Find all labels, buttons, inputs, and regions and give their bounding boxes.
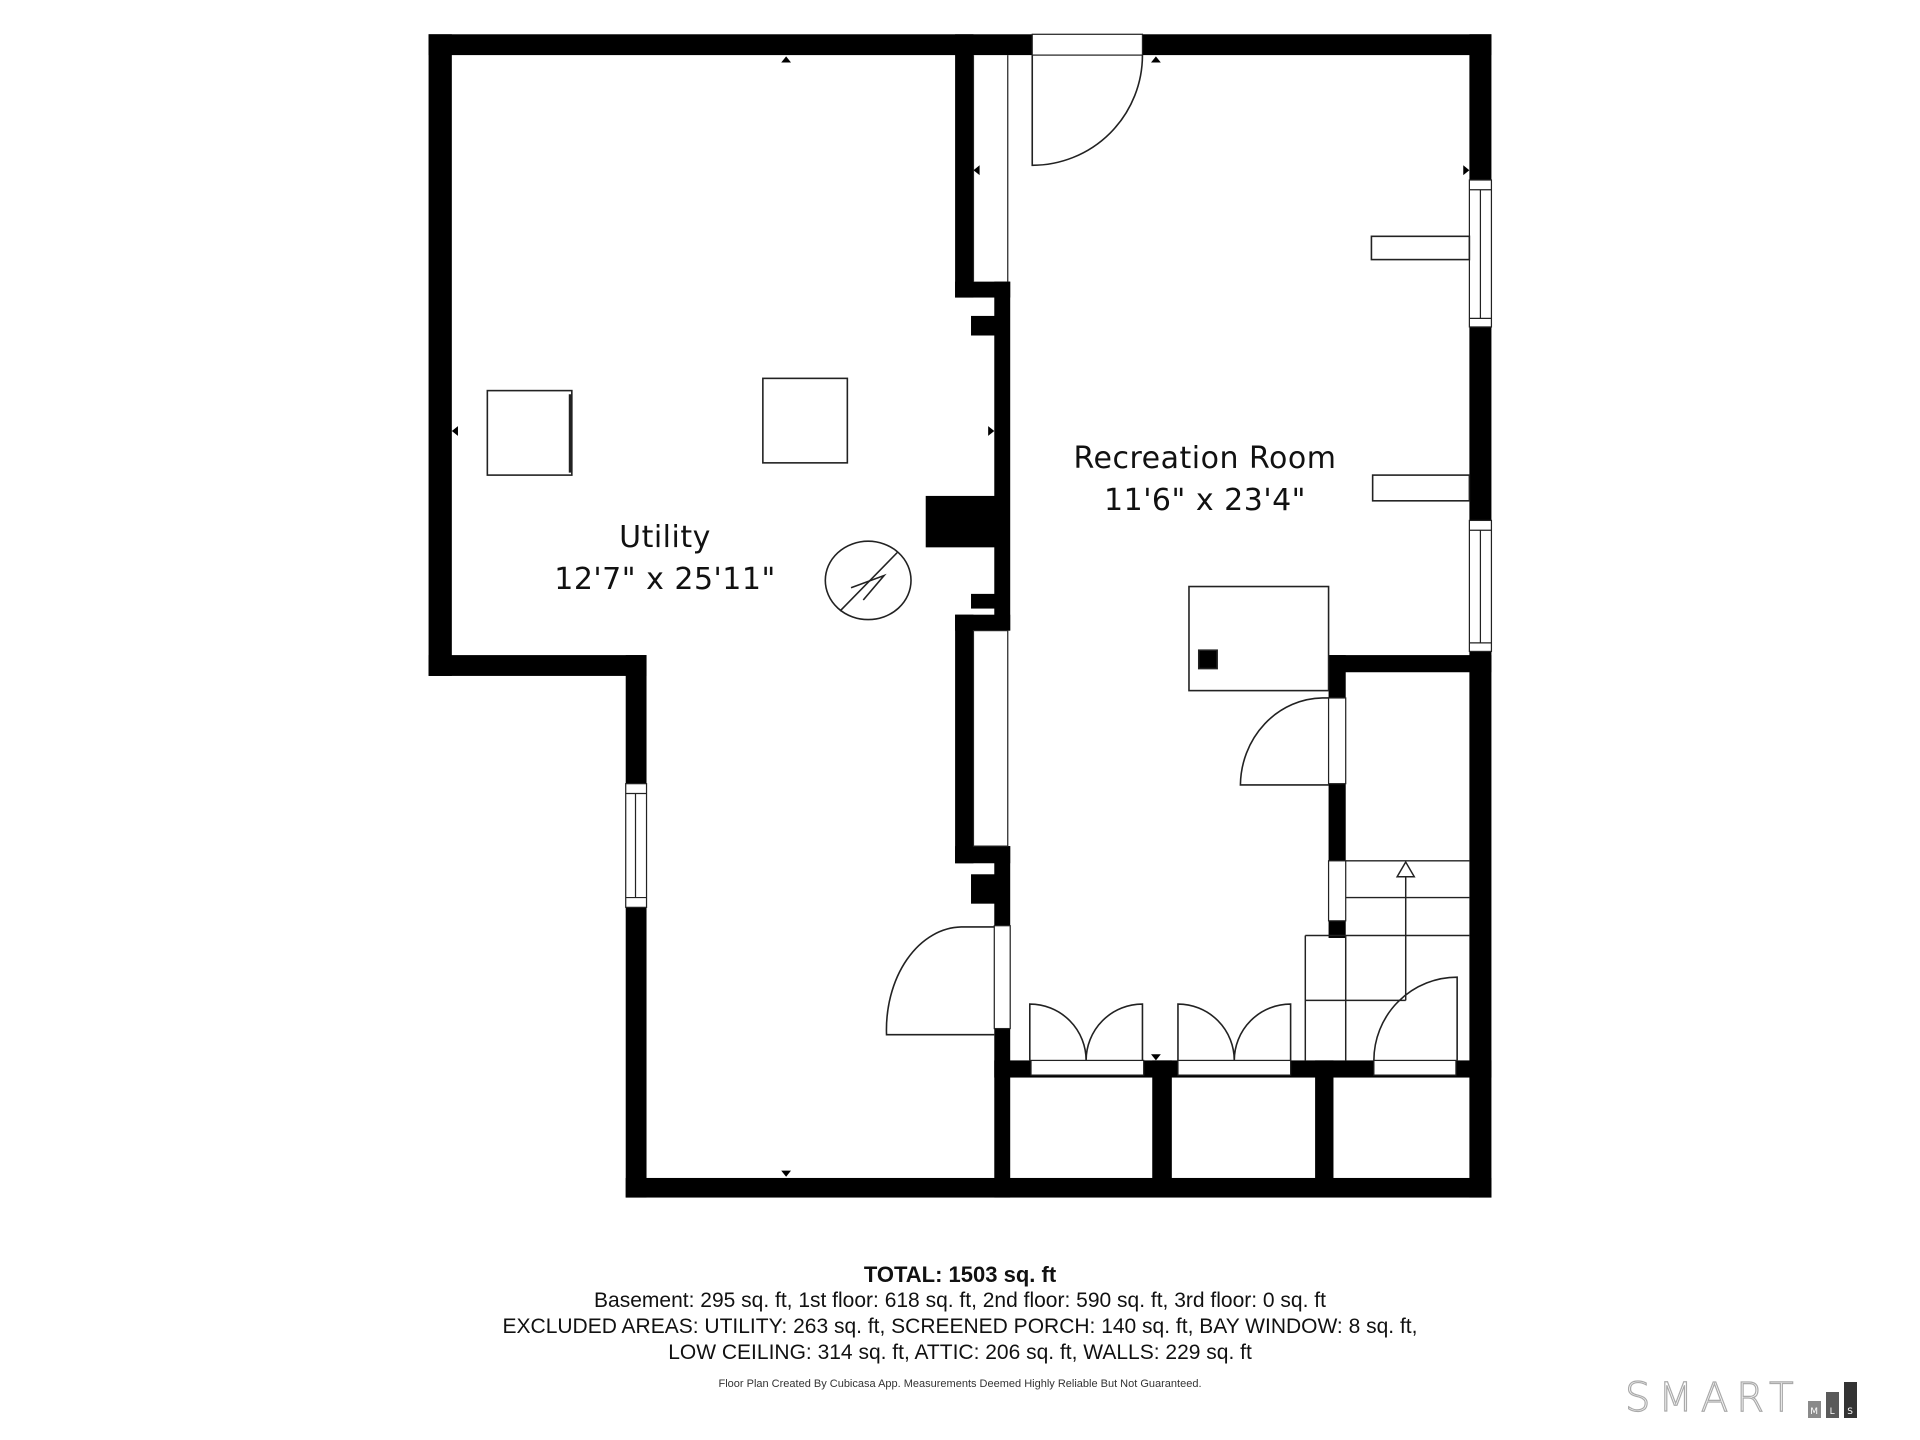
measurement-markers [451,56,1470,1177]
floor-areas: Basement: 295 sq. ft, 1st floor: 618 sq.… [594,1289,1326,1312]
excluded-areas-1: EXCLUDED AREAS: UTILITY: 263 sq. ft, SCR… [502,1315,1418,1338]
door-swing-icon [1029,1003,1144,1061]
stairs [1304,860,1470,1061]
door-swing-icon [1239,697,1329,786]
logo-bar-l: L [1825,1392,1839,1418]
excluded-areas-2: LOW CEILING: 314 sq. ft, ATTIC: 206 sq. … [668,1341,1252,1364]
smart-mls-logo: SMART M L S [1624,1375,1857,1421]
area-summary: TOTAL: 1503 sq. ft Basement: 295 sq. ft,… [0,1262,1920,1390]
total-area: TOTAL: 1503 sq. ft [863,1262,1057,1287]
door-swing-icon [1177,1003,1292,1061]
wall-openings [972,33,1457,1076]
stairs-up-arrow-icon [1395,860,1416,1001]
door-swing-icon [1031,55,1144,167]
door-swing-icon [1373,976,1458,1061]
room-dimensions: 11'6" x 23'4" [1104,483,1306,518]
logo-bar-s: S [1843,1382,1857,1418]
room-name: Utility [619,520,711,555]
room-name: Recreation Room [1073,441,1337,476]
electrical-panel-icon [824,540,912,621]
room-label-utility: Utility 12'7" x 25'11" [470,517,860,601]
windows [625,179,1493,908]
door-swing-icon [885,926,995,1036]
room-dimensions: 12'7" x 25'11" [554,562,776,597]
walls [428,34,1492,1198]
logo-bar-m: M [1807,1401,1821,1418]
logo-bars: M L S [1807,1382,1857,1418]
room-label-recreation-room: Recreation Room 11'6" x 23'4" [1005,438,1405,522]
disclaimer: Floor Plan Created By Cubicasa App. Meas… [718,1378,1202,1390]
logo-word: SMART [1624,1375,1802,1421]
fixtures [486,235,1471,692]
